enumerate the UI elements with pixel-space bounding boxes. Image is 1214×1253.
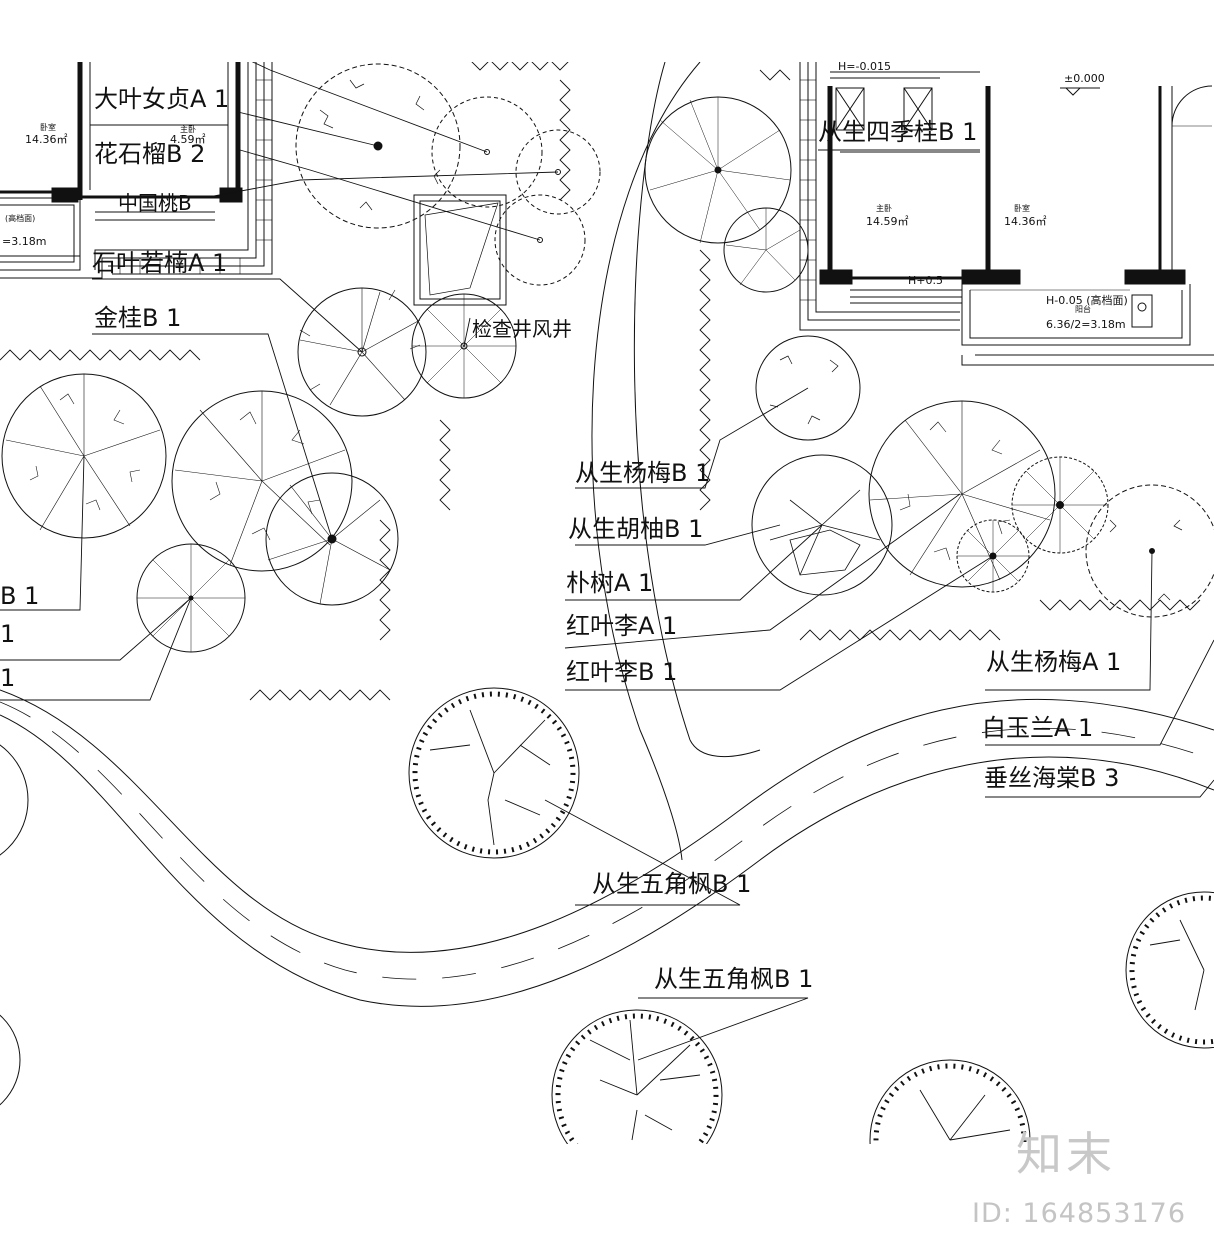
elevation-top: H=-0.015: [838, 60, 891, 73]
elevation-ground: ±0.000: [1064, 72, 1105, 85]
label-sijigui: 从生四季桂B 1: [818, 118, 977, 146]
tree-sijigui-2: [723, 207, 809, 293]
tree-canopy-2: [171, 390, 353, 572]
label-hongyeli-b: 红叶李B 1: [566, 658, 677, 686]
tree-left-edge: [0, 744, 29, 1106]
label-yangmei-a: 从生杨梅A 1: [986, 648, 1121, 676]
room-d-area: 14.36㎡: [1004, 215, 1047, 228]
label-shiliu: 花石榴B 2: [94, 140, 205, 168]
tree-yangmei-a: [1085, 484, 1214, 618]
label-maple-1: 从生五角枫B 1: [592, 870, 751, 898]
tree-yangmei-b: [755, 335, 861, 441]
elevation-mid: H+0.5: [908, 274, 943, 287]
room-b-name: 主卧: [180, 124, 196, 134]
leader-lines: [0, 62, 1214, 1061]
trees: [0, 63, 1214, 1144]
balcony-right-name: H-0.05 (高档面): [1046, 293, 1128, 307]
inspection-well: [413, 194, 507, 306]
room-d-name: 卧室: [1014, 203, 1030, 213]
room-b-area: 4.59㎡: [170, 133, 206, 146]
balcony-left-note: (高档面): [5, 213, 35, 223]
label-nvzhen: 大叶女贞A 1: [94, 85, 229, 113]
room-a-area: 14.36㎡: [25, 133, 68, 146]
tree-sijigui: [644, 96, 792, 244]
room-texts: 卧室 14.36㎡ 主卧 4.59㎡ 主卧 14.59㎡ 卧室 14.36㎡ 阳…: [2, 60, 1128, 331]
tree-shiliu-1: [431, 96, 543, 208]
room-a-name: 卧室: [40, 122, 56, 132]
label-left-cut-2: 1: [0, 620, 15, 648]
label-left-cut-1: 梅B 1: [0, 582, 39, 610]
label-baiyulan: 白玉兰A 1: [982, 714, 1093, 742]
room-e-name: 阳台: [1075, 304, 1091, 314]
label-well: 检查井风井: [472, 317, 572, 341]
balcony-left-dim: =3.18m: [2, 235, 46, 248]
shrub-hedges: [0, 62, 1201, 701]
label-hongyeli-a: 红叶李A 1: [566, 612, 677, 640]
tree-maple-1: [408, 687, 580, 859]
watermark-id: ID: 164853176: [972, 1198, 1187, 1229]
label-taozi: 中国桃B: [118, 191, 192, 215]
curving-path: [0, 62, 1214, 1007]
tree-maple-2: [551, 1009, 723, 1144]
left-building: [0, 62, 273, 279]
room-c-name: 主卧: [876, 203, 892, 213]
tree-hongyeli-a: [1011, 456, 1109, 554]
tree-nvzhen: [295, 63, 461, 229]
label-pushu: 朴树A 1: [566, 569, 653, 597]
label-haitang: 垂丝海棠B 3: [984, 764, 1119, 792]
tree-maple-4: [1125, 891, 1214, 1049]
plant-labels: 大叶女贞A 1 花石榴B 2 中国桃B 石叶若楠A 1 金桂B 1 从生四季桂B…: [0, 85, 1121, 993]
label-left-cut-3: 1: [0, 664, 15, 692]
label-yangmei-b: 从生杨梅B 1: [575, 459, 710, 487]
tree-taozi: [494, 194, 586, 286]
tree-maple-3: [869, 1059, 1031, 1144]
label-ruonan: 石叶若楠A 1: [92, 249, 227, 277]
label-jingui: 金桂B 1: [94, 304, 181, 332]
room-c-area: 14.59㎡: [866, 215, 909, 228]
tree-canopy-3: [265, 472, 399, 606]
tree-ruonan: [297, 287, 427, 417]
balcony-right-dim: 6.36/2=3.18m: [1046, 318, 1126, 331]
tree-pushu: [868, 400, 1056, 588]
watermark-logo: 知末: [1016, 1127, 1116, 1181]
right-building: [799, 62, 1214, 366]
label-maple-2: 从生五角枫B 1: [654, 965, 813, 993]
tree-canopy-1: [1, 373, 167, 539]
label-huyou: 从生胡柚B 1: [568, 515, 703, 543]
